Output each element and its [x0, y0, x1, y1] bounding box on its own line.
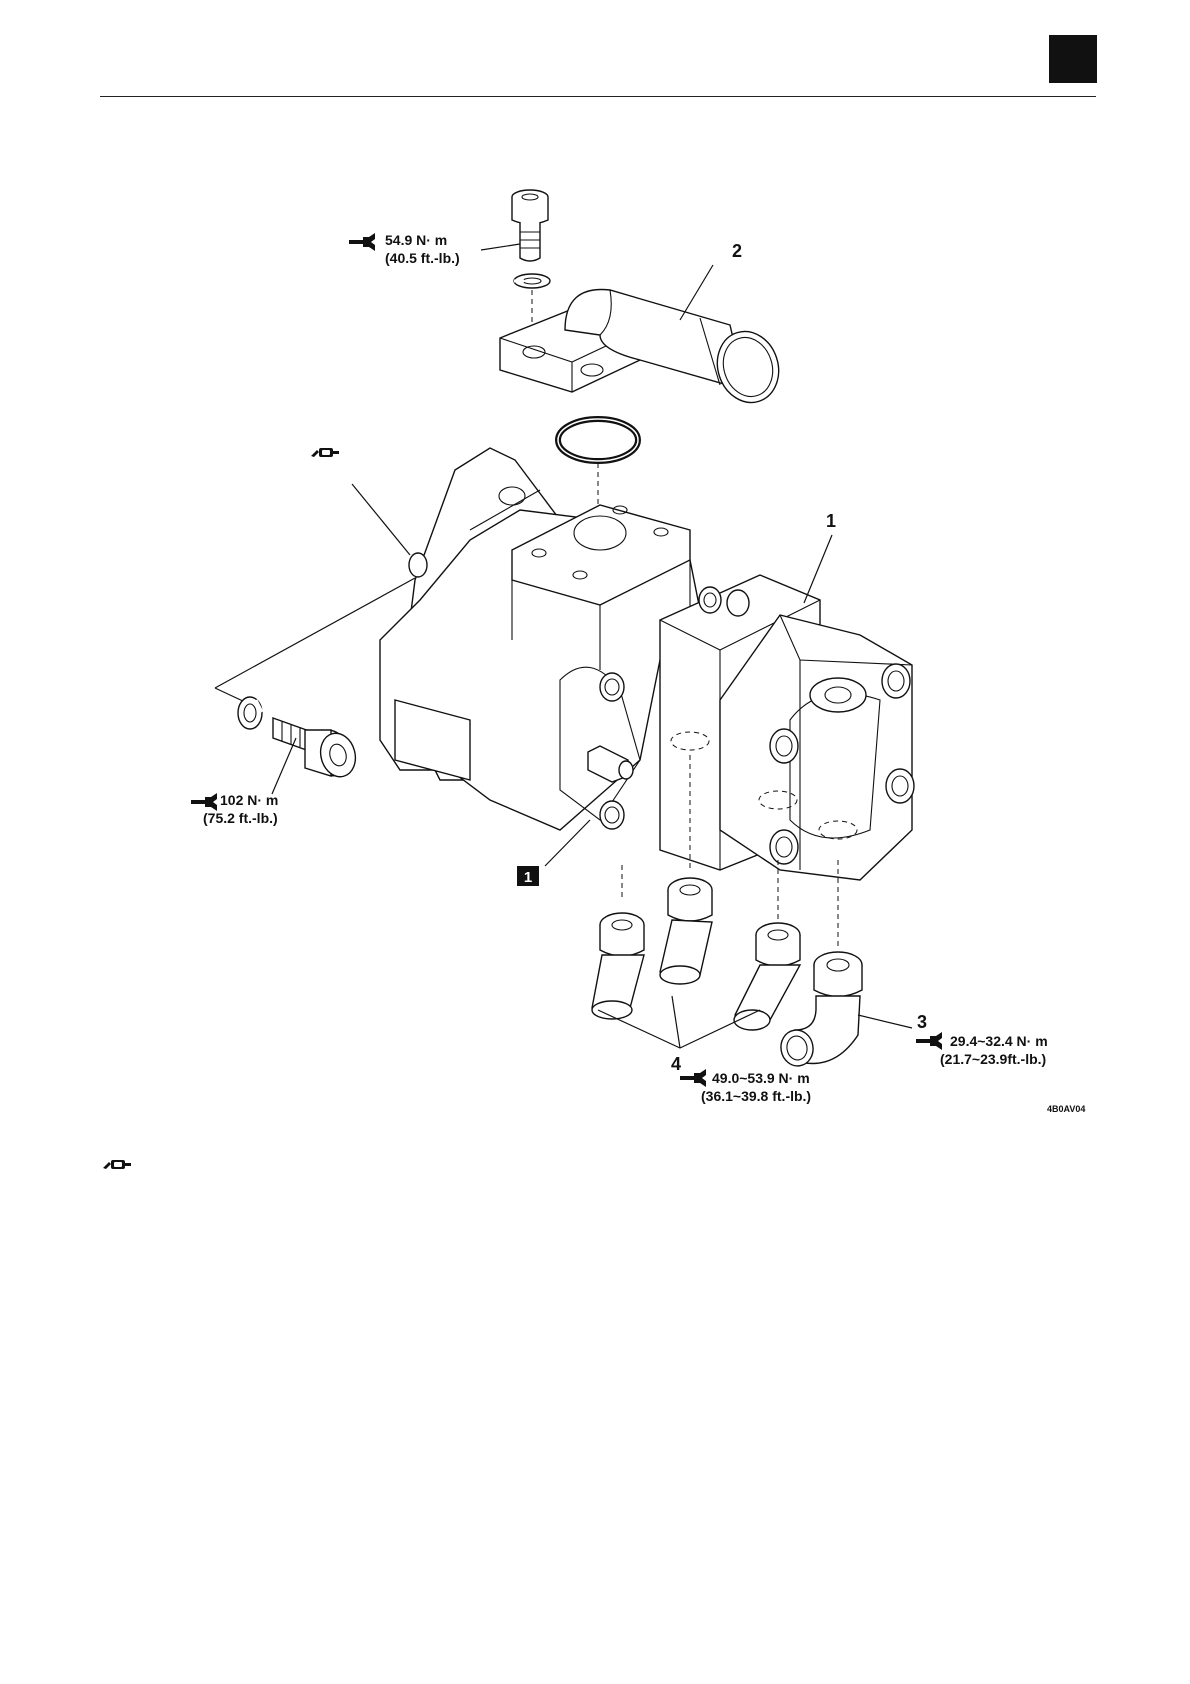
torque-4-ftlb: (36.1~39.8 ft.-lb.)	[701, 1088, 811, 1104]
wrench-icon	[916, 1032, 942, 1050]
fitting-elbow-b	[660, 878, 712, 984]
fitting-elbow-c	[734, 923, 800, 1030]
fitting-elbow-a	[592, 913, 644, 1019]
torque-4-nm: 49.0~53.9 N· m	[712, 1070, 810, 1086]
callout-1: 1	[826, 511, 836, 531]
oil-can-icon	[103, 1160, 131, 1169]
wrench-icon	[680, 1069, 706, 1087]
torque-top-nm: 54.9 N· m	[385, 232, 447, 248]
oil-can-icon	[311, 448, 339, 457]
side-socket-bolt	[273, 718, 360, 781]
wrench-icon	[349, 233, 375, 251]
callout-4: 4	[671, 1054, 681, 1074]
top-washer	[514, 274, 550, 288]
torque-3-nm: 29.4~32.4 N· m	[950, 1033, 1048, 1049]
outlet-elbow-flange	[500, 290, 788, 411]
callout-3: 3	[917, 1012, 927, 1032]
torque-side-nm: 102 N· m	[220, 792, 278, 808]
top-socket-bolt	[512, 190, 548, 261]
o-ring	[558, 419, 638, 461]
torque-top-ftlb: (40.5 ft.-lb.)	[385, 250, 460, 266]
side-washer	[238, 697, 262, 729]
callout-box-1: 1	[517, 866, 539, 886]
callout-box-1-text: 1	[524, 869, 532, 886]
wrench-icon	[191, 793, 217, 811]
figure-code: 4B0AV04	[1047, 1104, 1085, 1114]
torque-3-ftlb: (21.7~23.9ft.-lb.)	[940, 1051, 1046, 1067]
torque-side-ftlb: (75.2 ft.-lb.)	[203, 810, 278, 826]
callout-2: 2	[732, 241, 742, 261]
